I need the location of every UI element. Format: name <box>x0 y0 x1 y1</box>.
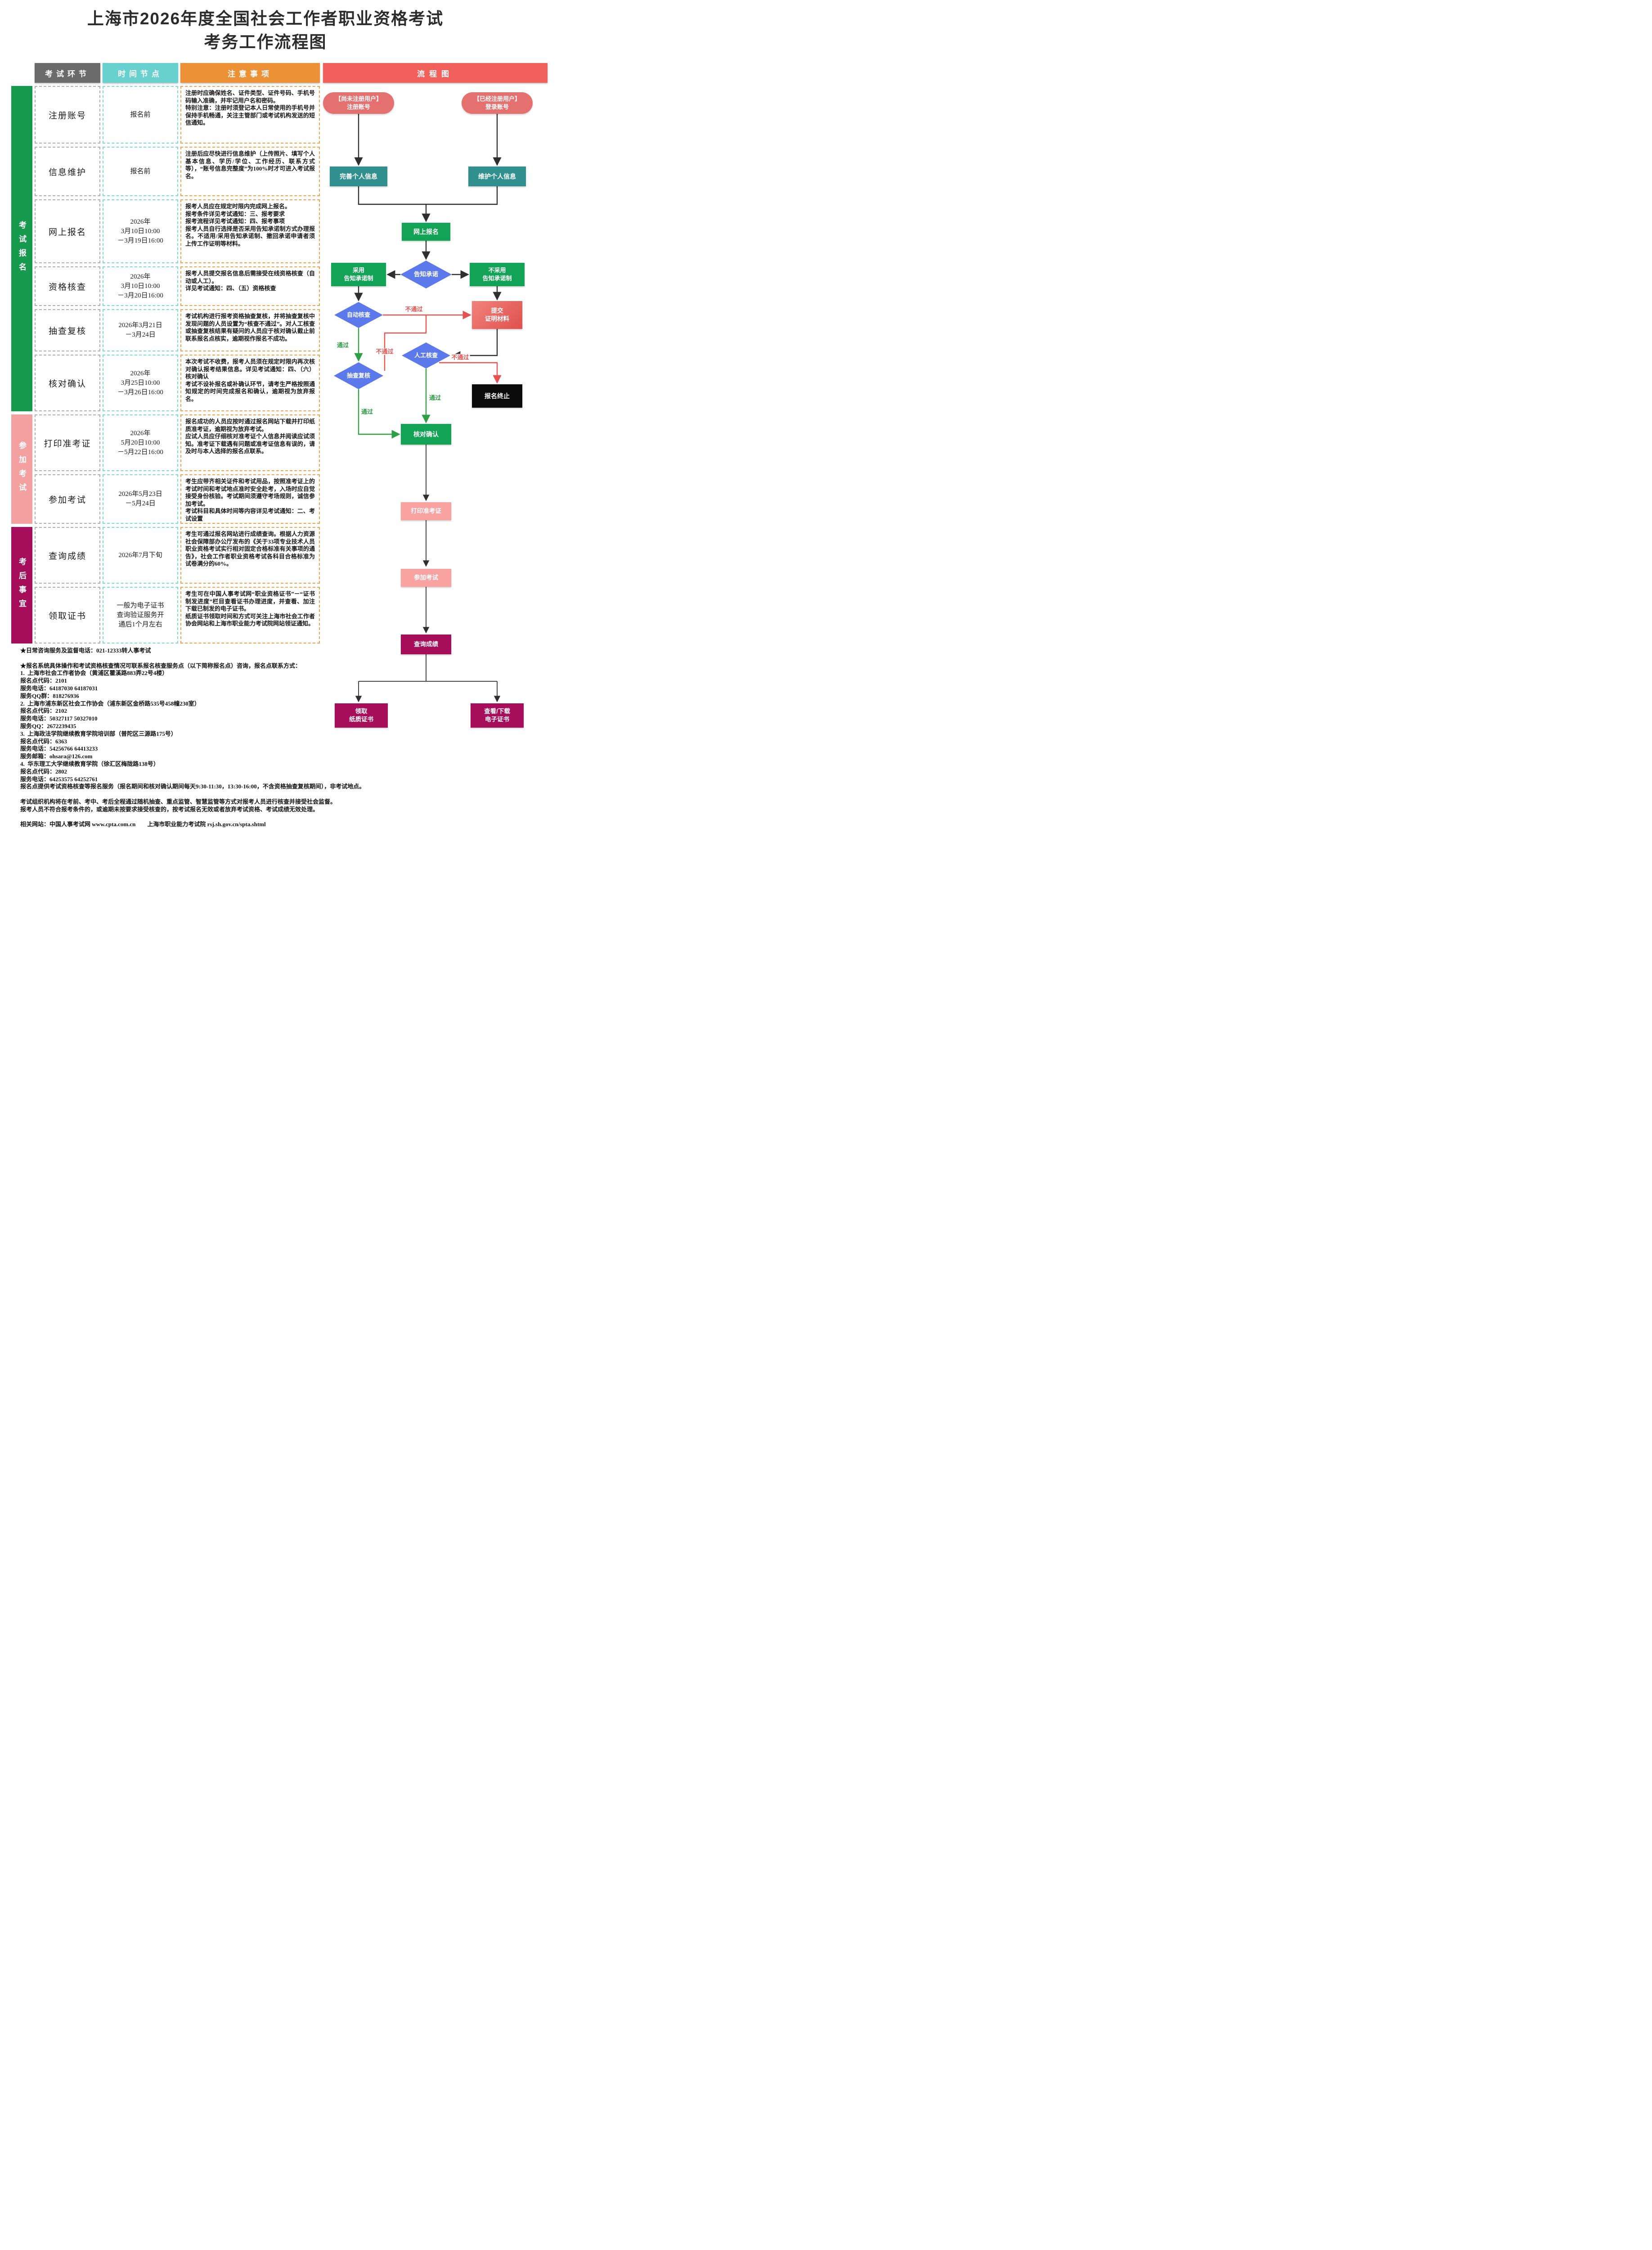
table-header-flowchart: 流程图 <box>323 63 548 83</box>
footer-line: 4. 华东理工大学继续教育学院（徐汇区梅陇路138号） <box>20 760 159 767</box>
stage-cell: 网上报名 <box>35 199 100 263</box>
notes-cell: 注册时应确保姓名、证件类型、证件号码、手机号码输入准确，并牢记用户名和密码。 特… <box>180 86 320 144</box>
flow-label-fail: 不通过 <box>404 306 424 313</box>
time-cell: 2026年 3月25日10:00 －3月26日16:00 <box>103 355 178 411</box>
sidebar-group-2: 参加考试 <box>11 414 32 524</box>
notes-cell: 报考人员提交报名信息后需接受在线资格核查（自动或人工）。 详见考试通知：四、（五… <box>180 266 320 306</box>
flow-edges-thin <box>355 445 501 702</box>
flow-label-pass: 通过 <box>360 408 374 415</box>
footer-line: 报名点代码：2102 <box>20 707 67 715</box>
time-cell: 2026年 3月10日10:00 －3月19日16:00 <box>103 199 178 263</box>
sidebar-group-1: 考试报名 <box>11 86 32 411</box>
footer-line <box>20 814 540 821</box>
flow-node-print-ticket: 打印准考证 <box>401 502 451 520</box>
page-title: 上海市2026年度全国社会工作者职业资格考试 考务工作流程图 <box>0 7 531 54</box>
notes-cell: 考生可在中国人事考试网“职业资格证书”－“证书制发进度”栏目查看证书办理进度，并… <box>180 587 320 644</box>
flow-edges-black <box>354 114 502 360</box>
stage-cell: 参加考试 <box>35 474 100 524</box>
stage-cell: 领取证书 <box>35 587 100 644</box>
flow-node-e-cert: 查看/下载 电子证书 <box>471 703 524 728</box>
footer-line: 服务QQ群：818276936 <box>20 692 79 699</box>
sidebar-group-label: 考后事宜 <box>18 557 26 613</box>
flow-node-not-adopt: 不采用 告知承诺制 <box>470 263 525 286</box>
footer-line <box>20 655 540 662</box>
page-title-line1: 上海市2026年度全国社会工作者职业资格考试 <box>87 9 444 28</box>
footer-line: 相关网站：中国人事考试网 www.cpta.com.cn 上海市职业能力考试院 … <box>20 821 266 828</box>
footer-line: 服务电话：64253575 64252761 <box>20 775 98 783</box>
notes-cell: 考试机构进行报考资格抽查复核，并将抽查复核中发现问题的人员设置为“核查不通过”。… <box>180 309 320 351</box>
footer-line: 2. 上海市浦东新区社会工作协会（浦东新区金桥路535号458幢230室） <box>20 700 200 707</box>
stage-cell: 资格核查 <box>35 266 100 306</box>
flow-node-adopt: 采用 告知承诺制 <box>331 263 386 286</box>
flow-label-fail: 不通过 <box>375 348 395 355</box>
stage-cell: 核对确认 <box>35 355 100 411</box>
stage-cell: 抽查复核 <box>35 309 100 351</box>
footer-line: 3. 上海政法学院继续教育学院培训部（普陀区三源路175号） <box>20 730 177 737</box>
table-header-stage: 考试环节 <box>35 63 100 83</box>
time-cell: 2026年 3月10日10:00 －3月20日16:00 <box>103 266 178 306</box>
flow-label-fail: 不通过 <box>450 354 470 361</box>
time-cell: 一般为电子证书 查询验证服务开 通后1个月左右 <box>103 587 178 644</box>
flow-node-reg-terminated: 报名终止 <box>472 384 522 408</box>
flow-node-query-score: 查询成绩 <box>401 634 451 654</box>
footer-line <box>20 791 540 798</box>
table-header-time: 时间节点 <box>103 63 178 83</box>
flow-node-start-registered: 【已经注册用户】 登录账号 <box>462 92 533 114</box>
flow-edges-pass <box>354 328 431 439</box>
table-header-notes: 注意事项 <box>180 63 320 83</box>
flowchart: 【尚未注册用户】 注册账号 【已经注册用户】 登录账号完善个人信息 维护个人信息网上… <box>323 83 548 744</box>
time-cell: 报名前 <box>103 86 178 144</box>
footer-line: 1. 上海市社会工作者协会（黄浦区瞿溪路883弄22号4楼） <box>20 670 168 677</box>
notes-cell: 注册后应尽快进行信息维护（上传照片、填写个人基本信息、学历/学位、工作经历、联系… <box>180 147 320 196</box>
notes-cell: 本次考试不收费，报考人员须在规定时限内再次核对确认报考结果信息。详见考试通知：四… <box>180 355 320 411</box>
stage-cell: 查询成绩 <box>35 527 100 584</box>
flow-label-pass: 通过 <box>336 342 350 349</box>
sidebar-group-3: 考后事宜 <box>11 527 32 644</box>
flowchart-connectors <box>354 114 502 702</box>
flow-node-submit-materials: 提交 证明材料 <box>472 301 522 329</box>
sidebar-group-label: 参加考试 <box>18 441 26 497</box>
footer-line: 报名点提供考试资格核查等报名服务（报名期间和核对确认期间每天9:30-11:30… <box>20 783 365 790</box>
notes-cell: 考生可通过报名网站进行成绩查询。根据人力资源社会保障部办公厅发布的《关于33项专… <box>180 527 320 584</box>
footer-line: ★日常咨询服务及监督电话：021-12333转人事考试 <box>20 647 151 654</box>
flow-node-maintain-info: 维护个人信息 <box>468 166 526 186</box>
stage-cell: 注册账号 <box>35 86 100 144</box>
flow-node-complete-info: 完善个人信息 <box>330 166 387 186</box>
footer-line: 报名点代码：2101 <box>20 677 67 684</box>
footer-line: 报名点代码：6363 <box>20 738 67 745</box>
flow-node-confirm: 核对确认 <box>401 424 451 445</box>
flow-node-online-reg: 网上报名 <box>402 223 450 241</box>
footer-line: 报考人员不符合报考条件的，或逾期未按要求接受核查的，按考试报名无效或者放弃考试资… <box>20 806 319 813</box>
footer-line: 考试组织机构将在考前、考中、考后全程通过随机抽查、重点监管、智慧监管等方式对报考… <box>20 798 337 805</box>
flow-node-paper-cert: 领取 纸质证书 <box>335 703 388 728</box>
footer-line: 服务电话：54256766 64413233 <box>20 745 98 752</box>
stage-cell: 打印准考证 <box>35 414 100 471</box>
footer-notes: ★日常咨询服务及监督电话：021-12333转人事考试 ★报名系统具体操作和考试… <box>20 647 540 828</box>
notes-cell: 报名成功的人员应按时通过报名网站下载并打印纸质准考证，逾期视为放弃考试。 应试人… <box>180 414 320 471</box>
time-cell: 2026年3月21日 －3月24日 <box>103 309 178 351</box>
footer-line: 服务邮箱：ohsara@126.com <box>20 753 93 760</box>
time-cell: 2026年7月下旬 <box>103 527 178 584</box>
notes-cell: 考生应带齐相关证件和考试用品，按照准考证上的考试时间和考试地点准时安全赴考，入场… <box>180 474 320 524</box>
footer-line: ★报名系统具体操作和考试资格核查情况可联系报名核查服务点（以下简称报名点）咨询，… <box>20 662 301 669</box>
time-cell: 2026年5月23日 －5月24日 <box>103 474 178 524</box>
footer-line: 服务电话：64187030 64187031 <box>20 684 98 692</box>
flow-label-pass: 通过 <box>428 394 442 401</box>
sidebar-group-label: 考试报名 <box>18 220 26 277</box>
footer-line: 报名点代码：2802 <box>20 768 67 775</box>
time-cell: 2026年 5月20日10:00 －5月22日16:00 <box>103 414 178 471</box>
footer-line: 服务QQ：2672239435 <box>20 722 76 729</box>
time-cell: 报名前 <box>103 147 178 196</box>
flow-node-start-unregistered: 【尚未注册用户】 注册账号 <box>323 92 394 114</box>
stage-cell: 信息维护 <box>35 147 100 196</box>
exam-process-table: 考试报名参加考试考后事宜 注册账号报名前注册时应确保姓名、证件类型、证件号码、手机… <box>11 86 320 644</box>
page-title-line2: 考务工作流程图 <box>204 33 327 51</box>
flow-node-take-exam: 参加考试 <box>401 569 451 587</box>
footer-line: 服务电话：50327117 50327010 <box>20 715 98 722</box>
notes-cell: 报考人员应在规定时限内完成网上报名。 报考条件详见考试通知：三、报考要求 报考流… <box>180 199 320 263</box>
